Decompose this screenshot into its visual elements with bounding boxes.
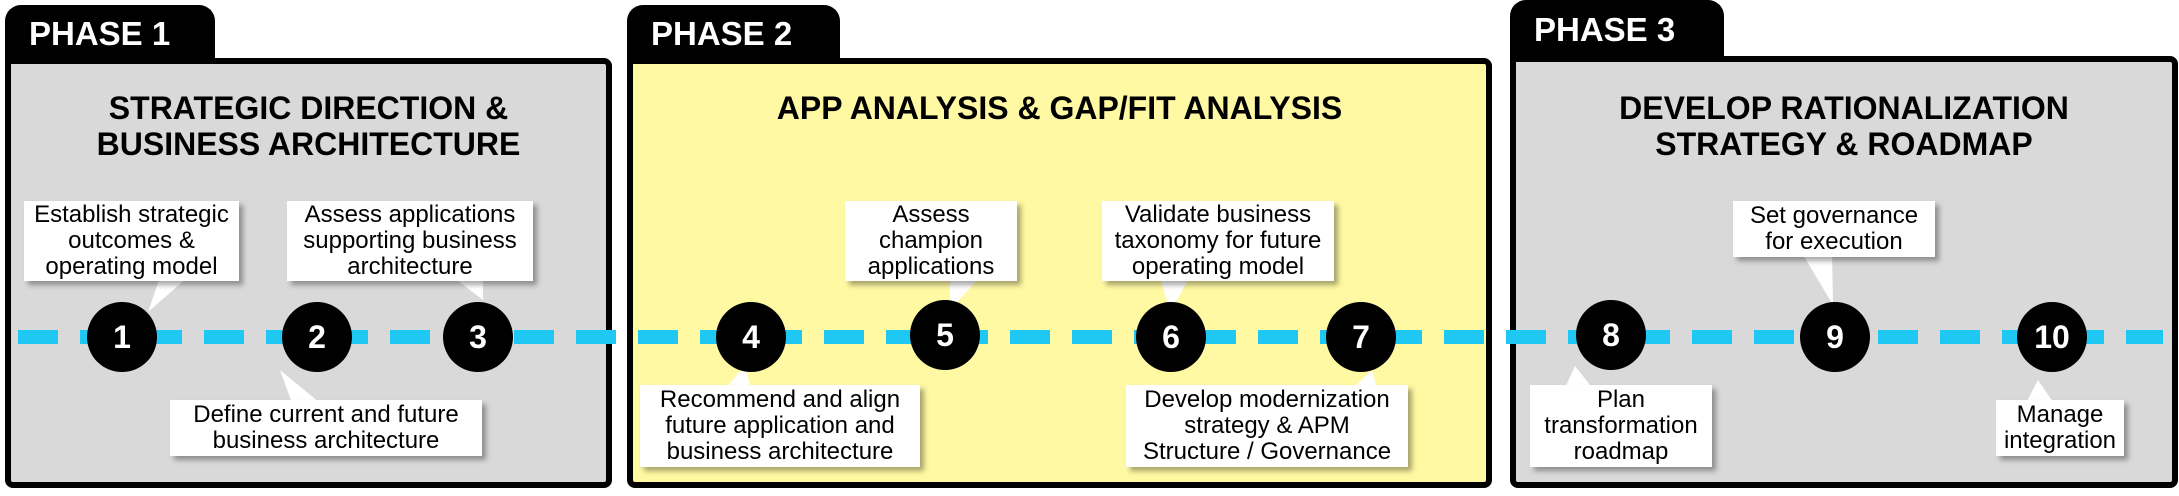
step-callout-10: Manage integration [1996, 400, 2124, 456]
pointer-10 [2025, 380, 2055, 405]
phase-1-tab: PHASE 1 [5, 5, 215, 63]
step-node-9: 9 [1800, 302, 1870, 372]
step-node-2: 2 [282, 302, 352, 372]
phase-3-title: DEVELOP RATIONALIZATION STRATEGY & ROADM… [1619, 90, 2069, 162]
step-callout-6: Validate business taxonomy for future op… [1102, 201, 1334, 281]
pointer-1 [148, 277, 188, 312]
step-node-1: 1 [87, 302, 157, 372]
phase-2-tab: PHASE 2 [627, 5, 840, 63]
step-callout-8: Plan transformation roadmap [1530, 385, 1712, 467]
step-callout-9: Set governance for execution [1733, 201, 1935, 257]
phase-1-title: STRATEGIC DIRECTION & BUSINESS ARCHITECT… [96, 90, 521, 162]
step-node-8: 8 [1576, 300, 1646, 370]
step-callout-5: Assess champion applications [845, 201, 1017, 281]
step-node-5: 5 [910, 300, 980, 370]
step-callout-4: Recommend and align future application a… [640, 385, 920, 467]
step-callout-1: Establish strategic outcomes & operating… [24, 201, 239, 281]
phase-2-title: APP ANALYSIS & GAP/FIT ANALYSIS [776, 90, 1343, 126]
step-callout-3: Assess applications supporting business … [287, 201, 533, 281]
phase-3-panel: DEVELOP RATIONALIZATION STRATEGY & ROADM… [1510, 56, 2178, 488]
pointer-2 [280, 370, 320, 403]
step-node-4: 4 [716, 302, 786, 372]
step-callout-7: Develop modernization strategy & APM Str… [1126, 385, 1408, 467]
pointer-3 [453, 277, 483, 300]
step-node-10: 10 [2017, 302, 2087, 372]
step-callout-2: Define current and future business archi… [170, 400, 482, 456]
pointer-8 [1564, 366, 1594, 390]
step-node-3: 3 [443, 302, 513, 372]
step-node-7: 7 [1326, 302, 1396, 372]
step-node-6: 6 [1136, 302, 1206, 372]
phase-3-tab: PHASE 3 [1510, 0, 1724, 60]
pointer-9 [1802, 253, 1833, 305]
